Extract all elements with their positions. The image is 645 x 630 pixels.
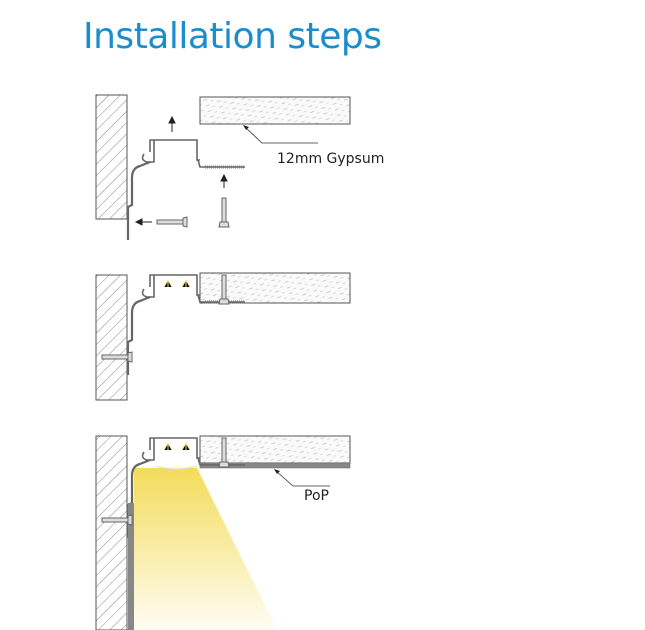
gypsum-board: [199, 96, 351, 125]
screw-icon: [156, 216, 188, 228]
page-title: Installation steps: [83, 16, 382, 57]
step-2: [95, 272, 351, 401]
step-1: 12mm Gypsum: [95, 94, 384, 242]
light-beam: [134, 468, 277, 630]
screw-icon: [218, 197, 230, 228]
step-3: PoP: [95, 435, 351, 630]
pop-label: PoP: [304, 488, 329, 504]
gypsum-label: 12mm Gypsum: [277, 151, 384, 167]
led-glow-icon: [163, 278, 191, 288]
led-glow-icon: [163, 441, 191, 451]
leader-line: [243, 125, 318, 144]
arrow-left-icon: [134, 218, 152, 226]
arrow-up-icon: [220, 173, 228, 188]
wall: [95, 274, 128, 401]
leader-line: [275, 470, 330, 487]
arrow-up-icon: [168, 115, 176, 132]
wall: [95, 94, 128, 220]
wall: [95, 435, 128, 630]
